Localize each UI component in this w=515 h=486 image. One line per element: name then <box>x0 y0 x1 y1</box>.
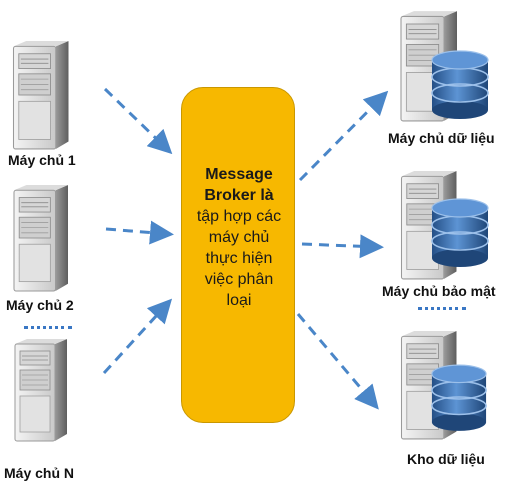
ellipsis-dots <box>24 326 72 329</box>
broker-text: Message Broker là tập hợp các máy chủ th… <box>182 164 296 311</box>
arrow-server2-to-broker <box>105 220 174 245</box>
arrow-broker-to-data-server <box>298 90 389 182</box>
arrow-server1-to-broker <box>103 87 173 155</box>
arrow-serverN-to-broker <box>102 298 173 375</box>
server-tower-icon <box>14 338 68 442</box>
server-tower-icon <box>13 184 69 292</box>
ellipsis-dots <box>418 307 466 310</box>
security-server-label: Máy chủ bảo mật <box>382 283 496 299</box>
data-warehouse-label: Kho dữ liệu <box>407 451 485 467</box>
data-server-label: Máy chủ dữ liệu <box>388 130 495 146</box>
message-broker-box: Message Broker là tập hợp các máy chủ th… <box>181 87 295 423</box>
server-2-label: Máy chủ 2 <box>6 297 74 313</box>
server-1-label: Máy chủ 1 <box>8 152 76 168</box>
database-cylinder-icon <box>431 364 487 432</box>
arrow-broker-to-security-server <box>301 234 384 259</box>
broker-description: tập hợp các máy chủ thực hiện việc phân … <box>196 208 282 309</box>
database-cylinder-icon <box>431 198 489 268</box>
database-cylinder-icon <box>431 50 489 120</box>
arrow-broker-to-data-warehouse <box>296 313 379 410</box>
server-tower-icon <box>12 40 70 150</box>
broker-title: Message Broker là <box>204 166 274 204</box>
server-n-label: Máy chủ N <box>4 465 75 481</box>
